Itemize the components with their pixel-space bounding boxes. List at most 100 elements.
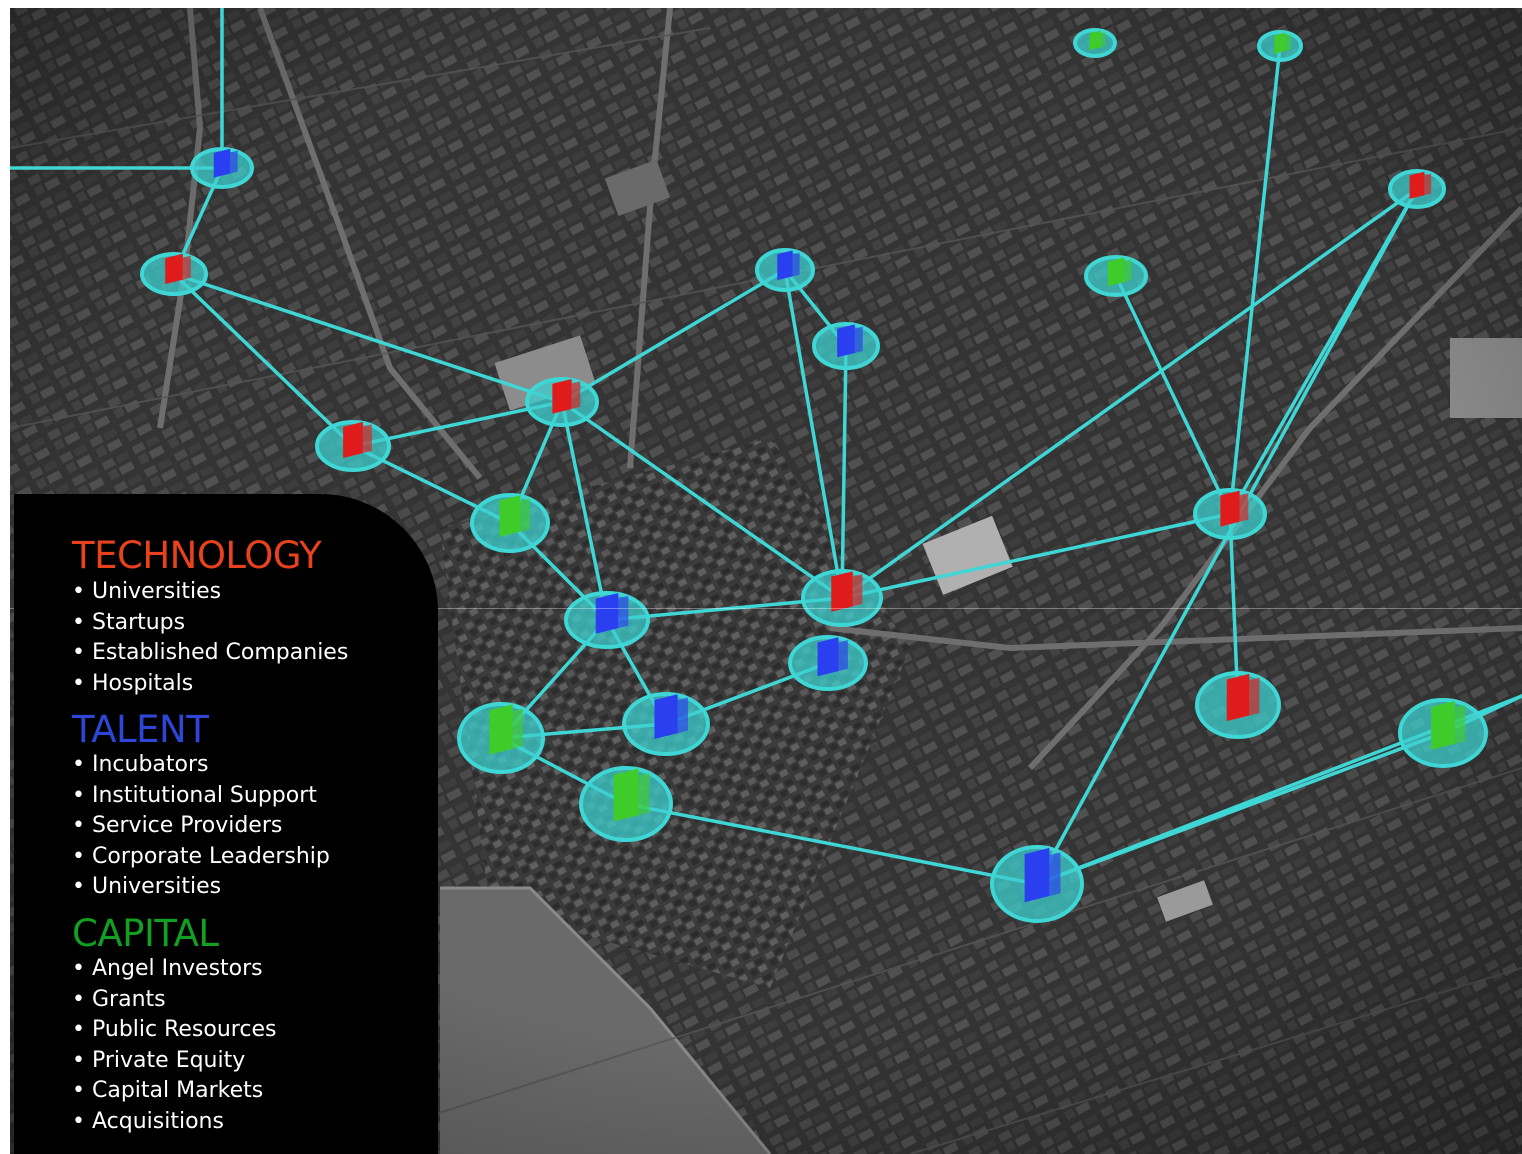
- building-icon: [1107, 257, 1125, 287]
- building-side: [1424, 173, 1432, 196]
- building-icon: [777, 250, 793, 281]
- building-side: [792, 252, 800, 277]
- network-node-capital: [1084, 255, 1148, 297]
- bullet-icon: •: [72, 1078, 85, 1104]
- building-side: [638, 772, 650, 816]
- map-stage: TECHNOLOGY •Universities •Startups •Esta…: [10, 8, 1522, 1154]
- building-side: [182, 255, 191, 280]
- network-link: [840, 512, 1232, 600]
- legend-heading-technology: TECHNOLOGY: [72, 534, 322, 577]
- building-icon: [499, 495, 521, 537]
- building-side: [1100, 31, 1106, 48]
- building-icon: [654, 694, 678, 740]
- network-link: [1228, 44, 1282, 516]
- slide-divider-line: [10, 608, 1522, 609]
- bullet-icon: •: [72, 1017, 85, 1043]
- legend-item: •Service Providers: [72, 811, 330, 842]
- building-side: [1249, 677, 1260, 716]
- network-node-talent: [564, 591, 650, 649]
- bullet-icon: •: [72, 609, 85, 635]
- network-node-capital: [1398, 698, 1488, 768]
- building-side: [1049, 852, 1061, 897]
- building-side: [677, 697, 688, 734]
- network-link: [840, 344, 848, 600]
- legend-item: •Institutional Support: [72, 781, 330, 812]
- building-side: [1239, 493, 1249, 522]
- building-side: [852, 574, 863, 607]
- legend-heading-talent: TALENT: [72, 708, 209, 751]
- building-icon: [165, 253, 183, 285]
- network-node-talent: [812, 322, 880, 370]
- bullet-icon: •: [72, 782, 85, 808]
- building-side: [362, 424, 372, 454]
- legend-item: •Acquisitions: [72, 1107, 276, 1138]
- legend-item: •Incubators: [72, 750, 330, 781]
- legend-item: •Capital Markets: [72, 1076, 276, 1107]
- network-node-technology: [1193, 488, 1267, 540]
- building-icon: [837, 324, 855, 358]
- legend-item: •Established Companies: [72, 638, 348, 669]
- bullet-icon: •: [72, 670, 85, 696]
- network-link: [783, 268, 844, 600]
- building-side: [1454, 704, 1466, 744]
- network-links: [10, 8, 1522, 886]
- network-link: [560, 400, 609, 622]
- legend-item: •Hospitals: [72, 669, 348, 700]
- legend-item: •Private Equity: [72, 1046, 276, 1077]
- network-node-capital: [1073, 28, 1117, 58]
- network-node-talent: [190, 147, 254, 189]
- network-node-capital: [1257, 30, 1303, 62]
- network-node-technology: [801, 569, 883, 627]
- network-nodes: [140, 28, 1488, 923]
- bullet-icon: •: [72, 843, 85, 869]
- legend-item: •Startups: [72, 608, 348, 639]
- building-icon: [489, 704, 513, 755]
- network-node-capital: [579, 766, 673, 842]
- network-link: [560, 400, 844, 600]
- bullet-icon: •: [72, 986, 85, 1012]
- building-icon: [343, 421, 363, 459]
- legend-item: •Corporate Leadership: [72, 842, 330, 873]
- bullet-icon: •: [72, 752, 85, 777]
- network-node-talent: [788, 635, 868, 691]
- building-side: [1285, 34, 1291, 51]
- network-node-talent: [755, 248, 815, 292]
- building-side: [838, 640, 848, 672]
- bullet-icon: •: [72, 874, 85, 900]
- network-node-technology: [140, 252, 208, 296]
- building-icon: [213, 148, 231, 178]
- bullet-icon: •: [72, 813, 85, 839]
- bullet-icon: •: [72, 1108, 85, 1134]
- network-node-technology: [1388, 169, 1446, 209]
- legend-item: •Grants: [72, 985, 276, 1016]
- legend-item: •Angel Investors: [72, 954, 276, 985]
- building-icon: [552, 379, 572, 414]
- network-node-technology: [1195, 671, 1281, 739]
- network-link: [172, 272, 564, 404]
- bullet-icon: •: [72, 579, 85, 604]
- building-icon: [1220, 490, 1240, 527]
- bullet-icon: •: [72, 640, 85, 666]
- building-icon: [1226, 673, 1250, 722]
- building-side: [230, 150, 238, 174]
- building-icon: [613, 768, 639, 822]
- legend-item: •Public Resources: [72, 1015, 276, 1046]
- network-link: [624, 802, 1039, 886]
- bullet-icon: •: [72, 1047, 85, 1073]
- network-node-technology: [315, 420, 391, 472]
- network-link: [172, 272, 355, 448]
- network-node-capital: [457, 702, 545, 774]
- building-side: [520, 498, 530, 532]
- building-side: [618, 595, 629, 629]
- bullet-icon: •: [72, 956, 85, 981]
- legend-panel: TECHNOLOGY •Universities •Startups •Esta…: [14, 494, 438, 1154]
- legend-list-talent: •Incubators •Institutional Support •Serv…: [72, 750, 330, 903]
- legend-heading-capital: CAPITAL: [72, 912, 219, 955]
- building-icon: [1274, 32, 1286, 54]
- network-link: [1035, 731, 1445, 886]
- building-icon: [1024, 847, 1050, 903]
- building-icon: [817, 637, 839, 677]
- network-node-capital: [470, 493, 550, 553]
- legend-list-technology: •Universities •Startups •Established Com…: [72, 577, 348, 699]
- building-icon: [595, 593, 619, 634]
